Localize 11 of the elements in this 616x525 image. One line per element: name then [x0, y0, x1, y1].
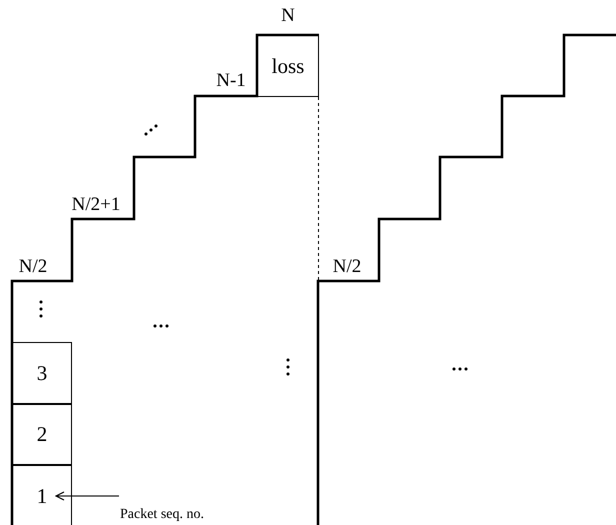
- step-label: N: [281, 6, 295, 26]
- step-label: N/2: [18, 257, 48, 277]
- packet-box: 3: [12, 342, 72, 404]
- step-label: N/2: [332, 257, 362, 277]
- packet-box: 1: [12, 465, 72, 525]
- arrow: [55, 491, 120, 501]
- loss-box: loss: [257, 35, 319, 97]
- step-label: N/2+1: [72, 195, 120, 215]
- annotation-text: Packet seq. no.: [120, 505, 204, 525]
- packet-box: 2: [12, 404, 72, 465]
- step-label: N-1: [216, 71, 246, 91]
